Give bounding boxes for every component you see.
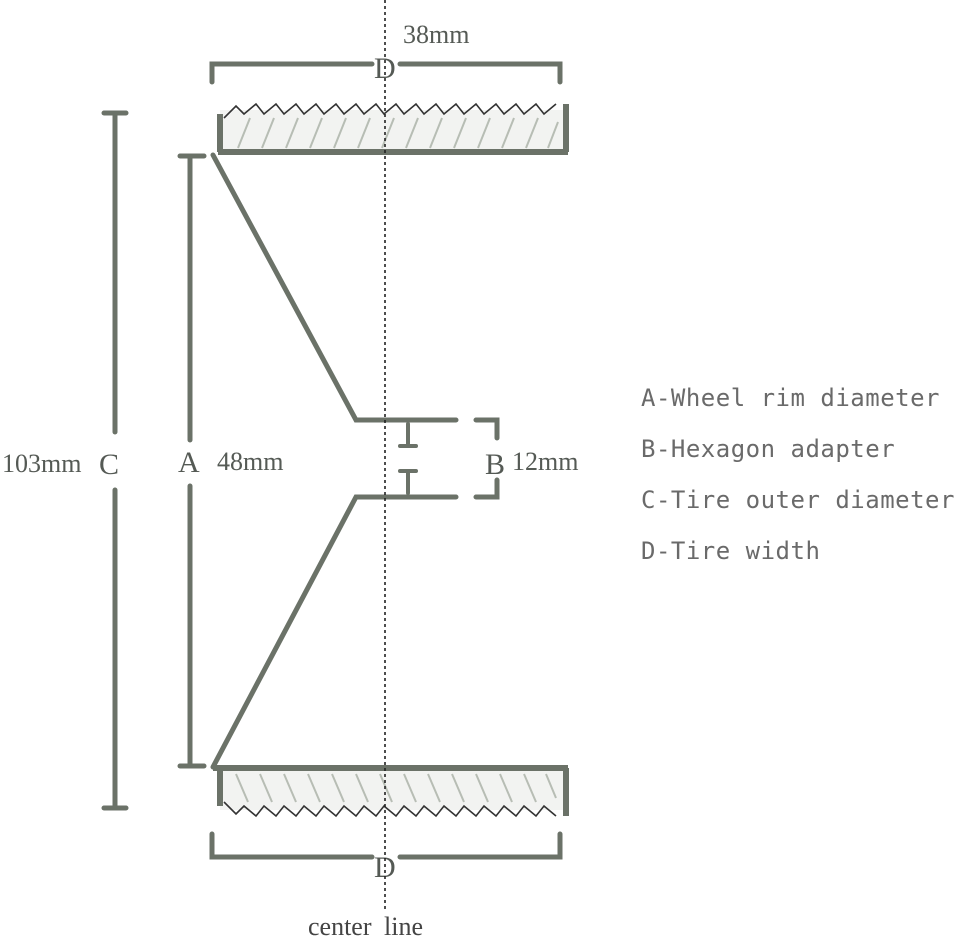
rim-diameter-dimension [177, 153, 207, 769]
tire-width-dimension-top [209, 61, 563, 85]
legend: A-Wheel rim diameter B-Hexagon adapter C… [641, 378, 955, 582]
tire-outer-diameter-value: 103mm [2, 449, 81, 478]
hexagon-adapter-value: 12mm [512, 447, 578, 476]
rim-spokes [210, 152, 459, 770]
legend-item-b: B-Hexagon adapter [641, 435, 896, 463]
tire-outer-diameter-letter: C [99, 448, 119, 481]
legend-item-d: D-Tire width [641, 537, 821, 565]
hexagon-adapter-marks [398, 422, 418, 495]
tire-width-value-label: 38mm [403, 20, 469, 49]
tire-tread-top [217, 102, 569, 155]
tire-tread-bottom [213, 765, 569, 818]
rim-diameter-letter: A [178, 446, 200, 479]
tire-width-dimension-bottom [209, 831, 563, 860]
legend-item-c: C-Tire outer diameter [641, 486, 955, 514]
legend-item-a: A-Wheel rim diameter [641, 384, 940, 412]
rim-diameter-value: 48mm [217, 447, 283, 476]
hexagon-adapter-dimension [473, 417, 500, 500]
tire-outer-diameter-dimension [101, 110, 129, 811]
tire-width-letter-bottom: D [374, 851, 396, 884]
center-line-label: center line [308, 912, 423, 941]
hexagon-adapter-letter: B [485, 448, 505, 481]
